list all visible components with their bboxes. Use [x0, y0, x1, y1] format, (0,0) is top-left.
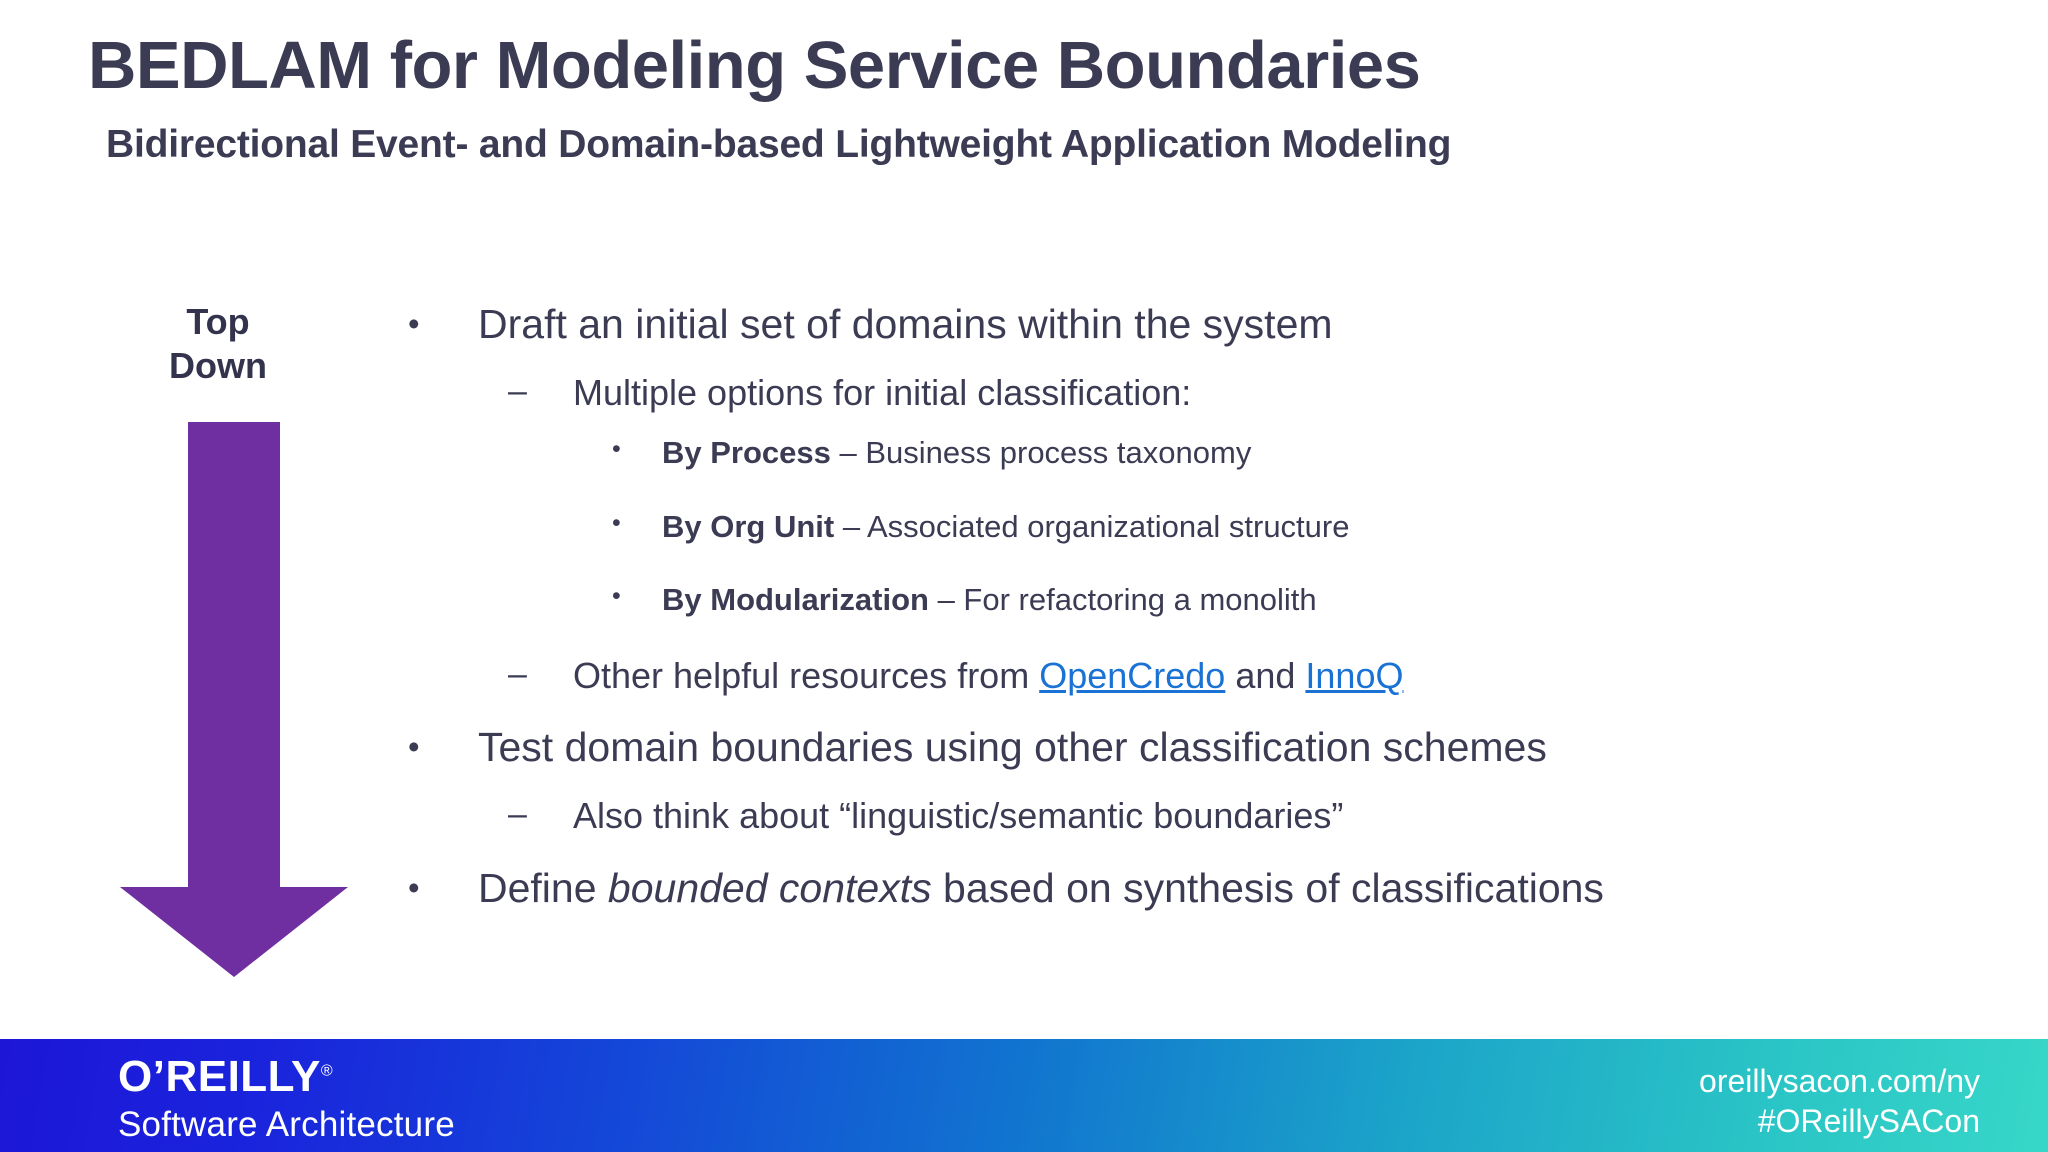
- bullet-marker-dot: •: [408, 728, 420, 766]
- top-down-label: Top Down: [138, 300, 298, 388]
- bullet-text: – For refactoring a monolith: [928, 581, 1317, 617]
- title-block: BEDLAM for Modeling Service Boundaries B…: [0, 28, 2048, 168]
- footer-band: O’REILLY® Software Architecture oreillys…: [0, 1039, 2048, 1152]
- bullet-level1: • Define bounded contexts based on synth…: [400, 864, 2000, 913]
- bullet-marker-smalldot: •: [612, 435, 621, 464]
- bullet-text: Define: [478, 864, 608, 911]
- bullet-level1: • Test domain boundaries using other cla…: [400, 723, 2000, 772]
- oreilly-brand-text: O’REILLY: [118, 1052, 321, 1101]
- slide-body: • Draft an initial set of domains within…: [400, 300, 2000, 935]
- page-subtitle: Bidirectional Event- and Domain-based Li…: [106, 123, 1452, 167]
- top-down-label-line2: Down: [169, 344, 267, 386]
- registered-trademark-icon: ®: [320, 1062, 333, 1080]
- bullet-term-by-modularization: By Modularization: [662, 581, 929, 617]
- bullet-level3: • By Org Unit – Associated organizationa…: [400, 508, 2000, 545]
- page-title: BEDLAM for Modeling Service Boundaries: [88, 28, 1421, 103]
- bullet-level1: • Draft an initial set of domains within…: [400, 300, 2000, 349]
- oreilly-logo: O’REILLY® Software Architecture: [118, 1055, 455, 1145]
- link-innoq[interactable]: InnoQ: [1305, 654, 1404, 696]
- bullet-text: – Associated organizational structure: [834, 508, 1350, 544]
- bullet-text: Test domain boundaries using other class…: [478, 724, 1547, 771]
- bullet-level2: – Multiple options for initial classific…: [400, 371, 2000, 414]
- bullet-text: Multiple options for initial classificat…: [573, 372, 1192, 414]
- top-down-label-line1: Top: [186, 301, 250, 342]
- bullet-marker-smalldot: •: [612, 581, 621, 610]
- bullet-marker-dash: –: [508, 372, 527, 411]
- oreilly-wordmark: O’REILLY®: [118, 1055, 333, 1099]
- bullet-text: and: [1225, 654, 1306, 696]
- bullet-marker-dot: •: [408, 868, 420, 906]
- bullet-marker-dot: •: [408, 305, 420, 342]
- conference-url: oreillysacon.com/ny: [1699, 1063, 1980, 1099]
- arrow-down-icon: [120, 422, 348, 977]
- bullet-term-by-org-unit: By Org Unit: [662, 508, 835, 544]
- oreilly-tagline: Software Architecture: [118, 1105, 455, 1144]
- bullet-text: Draft an initial set of domains within t…: [478, 301, 1333, 347]
- conference-hashtag: #OReillySACon: [1757, 1103, 1980, 1139]
- top-down-group: Top Down: [110, 300, 360, 977]
- bullet-text: based on synthesis of classifications: [931, 864, 1604, 911]
- conference-info: oreillysacon.com/ny #OReillySACon: [1699, 1061, 1980, 1141]
- bullet-term-by-process: By Process: [662, 435, 831, 471]
- bullet-marker-dash: –: [508, 795, 527, 834]
- bullet-text: – Business process taxonomy: [830, 435, 1252, 471]
- bullet-marker-dash: –: [508, 654, 527, 693]
- bullet-level3: • By Process – Business process taxonomy: [400, 434, 2000, 471]
- bullet-term-bounded-contexts: bounded contexts: [607, 864, 932, 911]
- link-opencredo[interactable]: OpenCredo: [1039, 654, 1226, 696]
- bullet-text: Also think about “linguistic/semantic bo…: [573, 795, 1344, 837]
- bullet-level2: – Other helpful resources from OpenCredo…: [400, 654, 2000, 697]
- bullet-marker-smalldot: •: [612, 508, 621, 537]
- bullet-level2: – Also think about “linguistic/semantic …: [400, 794, 2000, 837]
- bullet-text: Other helpful resources from: [573, 654, 1040, 696]
- bullet-level3: • By Modularization – For refactoring a …: [400, 581, 2000, 618]
